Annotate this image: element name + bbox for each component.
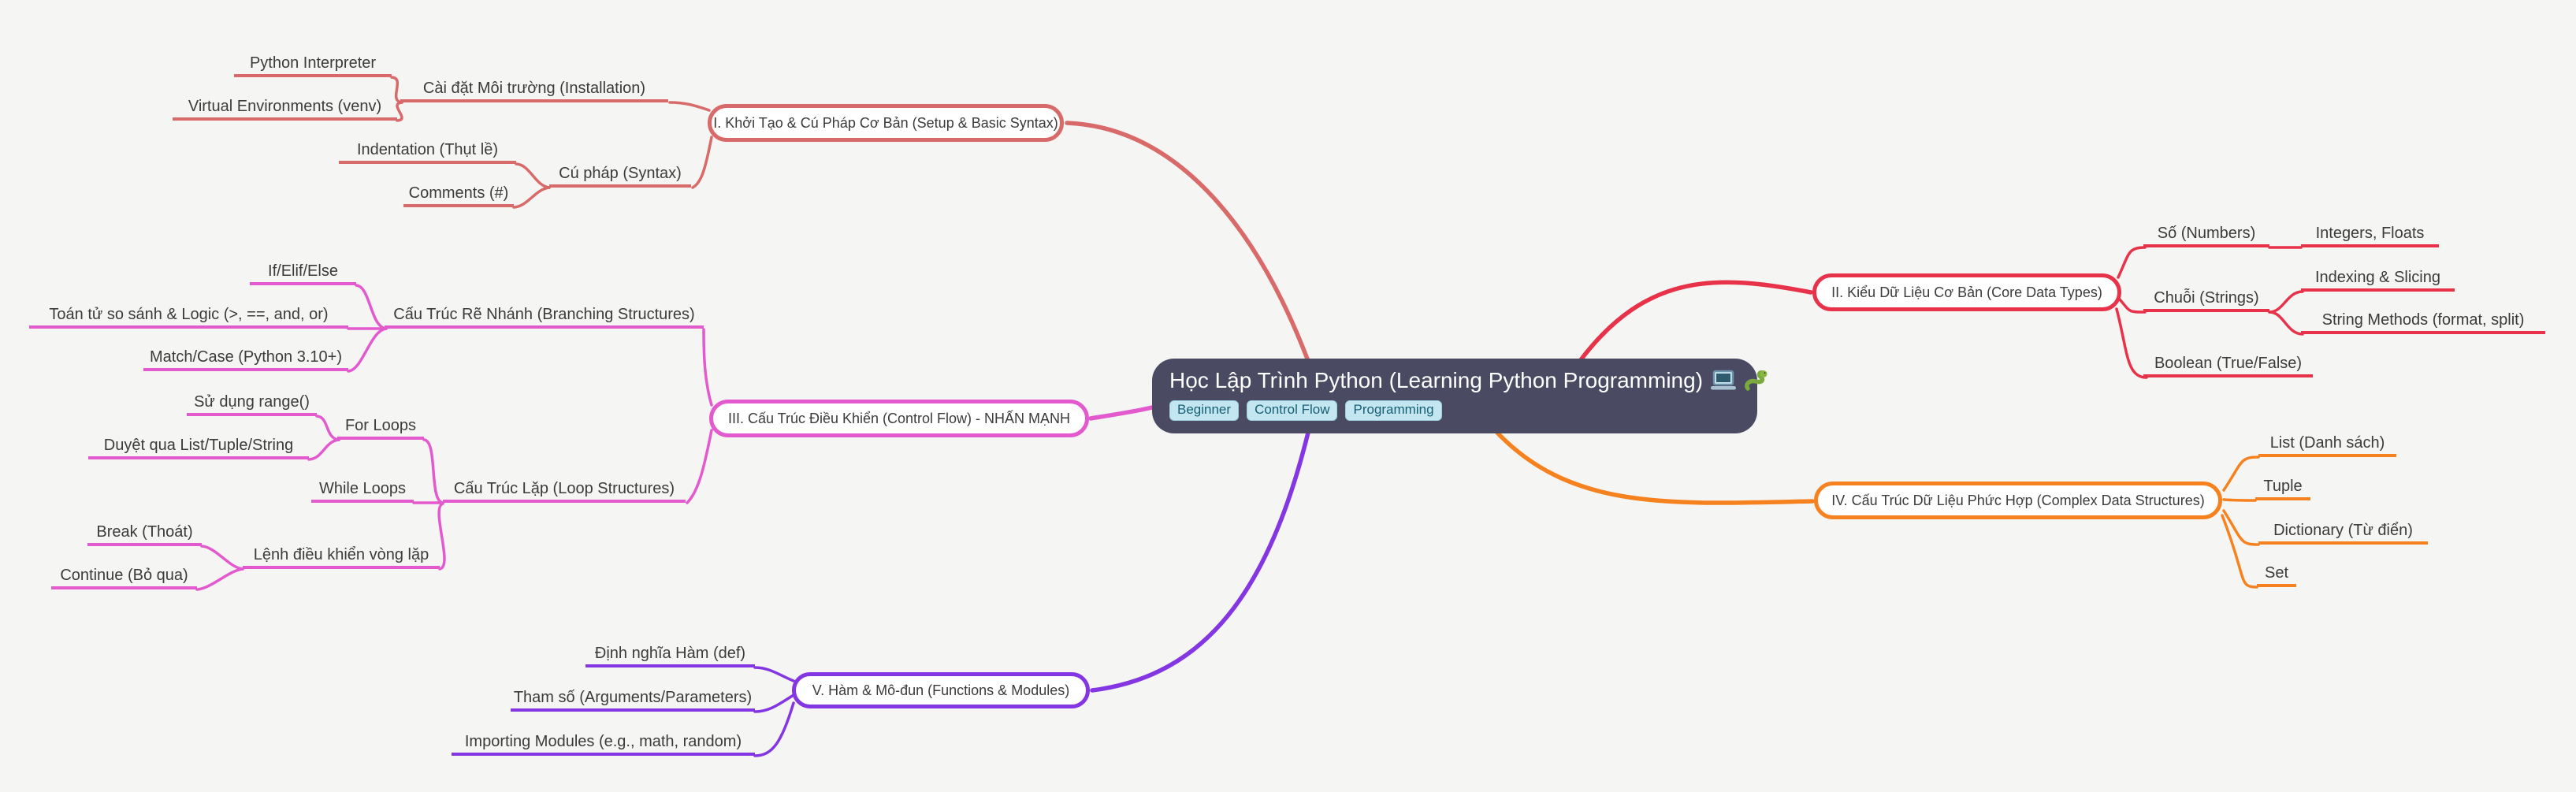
link-for-range <box>315 415 340 441</box>
link-b1-cuphap <box>691 136 713 189</box>
link-b4-list <box>2222 455 2260 492</box>
root-title-text: Học Lập Trình Python (Learning Python Pr… <box>1169 368 1704 392</box>
link-b2-so <box>2117 246 2147 279</box>
link-cuphap-indent <box>515 162 551 189</box>
node-indexing-slicing[interactable]: Indexing & Slicing <box>2301 268 2455 292</box>
snake-icon <box>1744 370 1769 392</box>
root-title: Học Lập Trình Python (Learning Python Pr… <box>1169 368 1768 393</box>
root-node[interactable]: Học Lập Trình Python (Learning Python Pr… <box>1152 359 1768 433</box>
link-b1-caidat <box>668 101 711 112</box>
branch-box-control-flow[interactable]: III. Cấu Trúc Điều Khiển (Control Flow) … <box>709 400 1089 437</box>
link-lenh-continue <box>195 567 244 591</box>
node-dictionary[interactable]: Dictionary (Từ điển) <box>2258 519 2428 545</box>
link-lap-lenh <box>437 502 446 571</box>
badge-beginner: Beginner <box>1169 400 1240 421</box>
node-loop-structures[interactable]: Cấu Trúc Lặp (Loop Structures) <box>443 479 686 503</box>
link-b4-set <box>2221 514 2258 589</box>
node-arguments-parameters[interactable]: Tham số (Arguments/Parameters) <box>511 686 755 712</box>
link-b3-renhanh <box>702 328 713 407</box>
node-strings[interactable]: Chuỗi (Strings) <box>2143 288 2269 312</box>
link-for-duyet <box>307 438 340 461</box>
laptop-icon <box>1709 370 1738 392</box>
node-while-loops[interactable]: While Loops <box>311 479 414 503</box>
node-comments[interactable]: Comments (#) <box>403 184 514 207</box>
node-list[interactable]: List (Danh sách) <box>2258 432 2396 457</box>
link-caidat-venv <box>396 101 403 122</box>
node-syntax[interactable]: Cú pháp (Syntax) <box>549 164 691 188</box>
branch-box-setup-syntax[interactable]: I. Khởi Tạo & Cú Pháp Cơ Bản (Setup & Ba… <box>708 104 1064 142</box>
link-b2-chuoi <box>2118 298 2147 314</box>
node-range[interactable]: Sử dụng range() <box>187 392 317 416</box>
branch-box-functions-modules[interactable]: V. Hàm & Mô-đun (Functions & Modules) <box>792 672 1090 708</box>
link-root-branch4 <box>1495 430 1815 505</box>
badge-programming: Programming <box>1345 400 1442 421</box>
node-continue[interactable]: Continue (Bỏ qua) <box>51 566 197 589</box>
link-root-branch2 <box>1578 280 1813 363</box>
node-string-methods[interactable]: String Methods (format, split) <box>2301 310 2545 334</box>
link-cuphap-comments <box>512 186 551 209</box>
node-branching-structures[interactable]: Cấu Trúc Rẽ Nhánh (Branching Structures) <box>385 305 704 329</box>
node-importing-modules[interactable]: Importing Modules (e.g., math, random) <box>452 731 755 756</box>
link-b2-boolean <box>2115 307 2148 379</box>
node-numbers[interactable]: Số (Numbers) <box>2143 224 2269 247</box>
link-b5-dinhnghia <box>753 666 795 682</box>
node-virtual-environments[interactable]: Virtual Environments (venv) <box>173 97 397 121</box>
link-chuoi-stringmethods <box>2268 310 2304 336</box>
link-b3-lap <box>686 429 713 504</box>
node-for-loops[interactable]: For Loops <box>337 416 424 440</box>
node-set[interactable]: Set <box>2257 562 2296 587</box>
node-integers-floats[interactable]: Integers, Floats <box>2301 224 2439 247</box>
badge-control-flow: Control Flow <box>1247 400 1338 421</box>
node-tuple[interactable]: Tuple <box>2255 475 2310 500</box>
link-lenh-break <box>200 545 244 571</box>
node-indentation[interactable]: Indentation (Thụt lề) <box>339 140 516 164</box>
node-break[interactable]: Break (Thoát) <box>87 522 202 546</box>
link-root-branch3 <box>1088 405 1154 421</box>
branch-box-complex-data-structures[interactable]: IV. Cấu Trúc Dữ Liệu Phức Hợp (Complex D… <box>1814 482 2222 519</box>
node-python-interpreter[interactable]: Python Interpreter <box>234 54 392 77</box>
node-iterate-list-tuple-string[interactable]: Duyệt qua List/Tuple/String <box>88 436 309 459</box>
link-root-branch1 <box>1065 121 1310 363</box>
link-root-branch5 <box>1090 430 1310 693</box>
link-b5-importing <box>753 701 795 757</box>
link-chuoi-indexing <box>2268 290 2304 314</box>
root-badges: Beginner Control Flow Programming <box>1169 400 1740 421</box>
branch-box-core-data-types[interactable]: II. Kiểu Dữ Liệu Cơ Bản (Core Data Types… <box>1812 273 2121 311</box>
link-renhanh-match <box>347 327 388 373</box>
node-installation[interactable]: Cài đặt Môi trường (Installation) <box>400 79 668 102</box>
node-define-function[interactable]: Định nghĩa Hàm (def) <box>585 642 755 667</box>
link-lap-for <box>422 438 444 504</box>
link-b4-dictionary <box>2222 509 2260 546</box>
node-match-case[interactable]: Match/Case (Python 3.10+) <box>143 348 348 371</box>
node-comparison-logic[interactable]: Toán tử so sánh & Logic (>, ==, and, or) <box>29 305 348 329</box>
node-boolean[interactable]: Boolean (True/False) <box>2143 354 2313 377</box>
link-caidat-python <box>390 76 403 104</box>
node-loop-control[interactable]: Lệnh điều khiển vòng lặp <box>243 545 440 569</box>
link-renhanh-if <box>355 284 388 330</box>
node-if-elif-else[interactable]: If/Elif/Else <box>250 262 356 285</box>
link-b5-thamso <box>753 693 795 713</box>
